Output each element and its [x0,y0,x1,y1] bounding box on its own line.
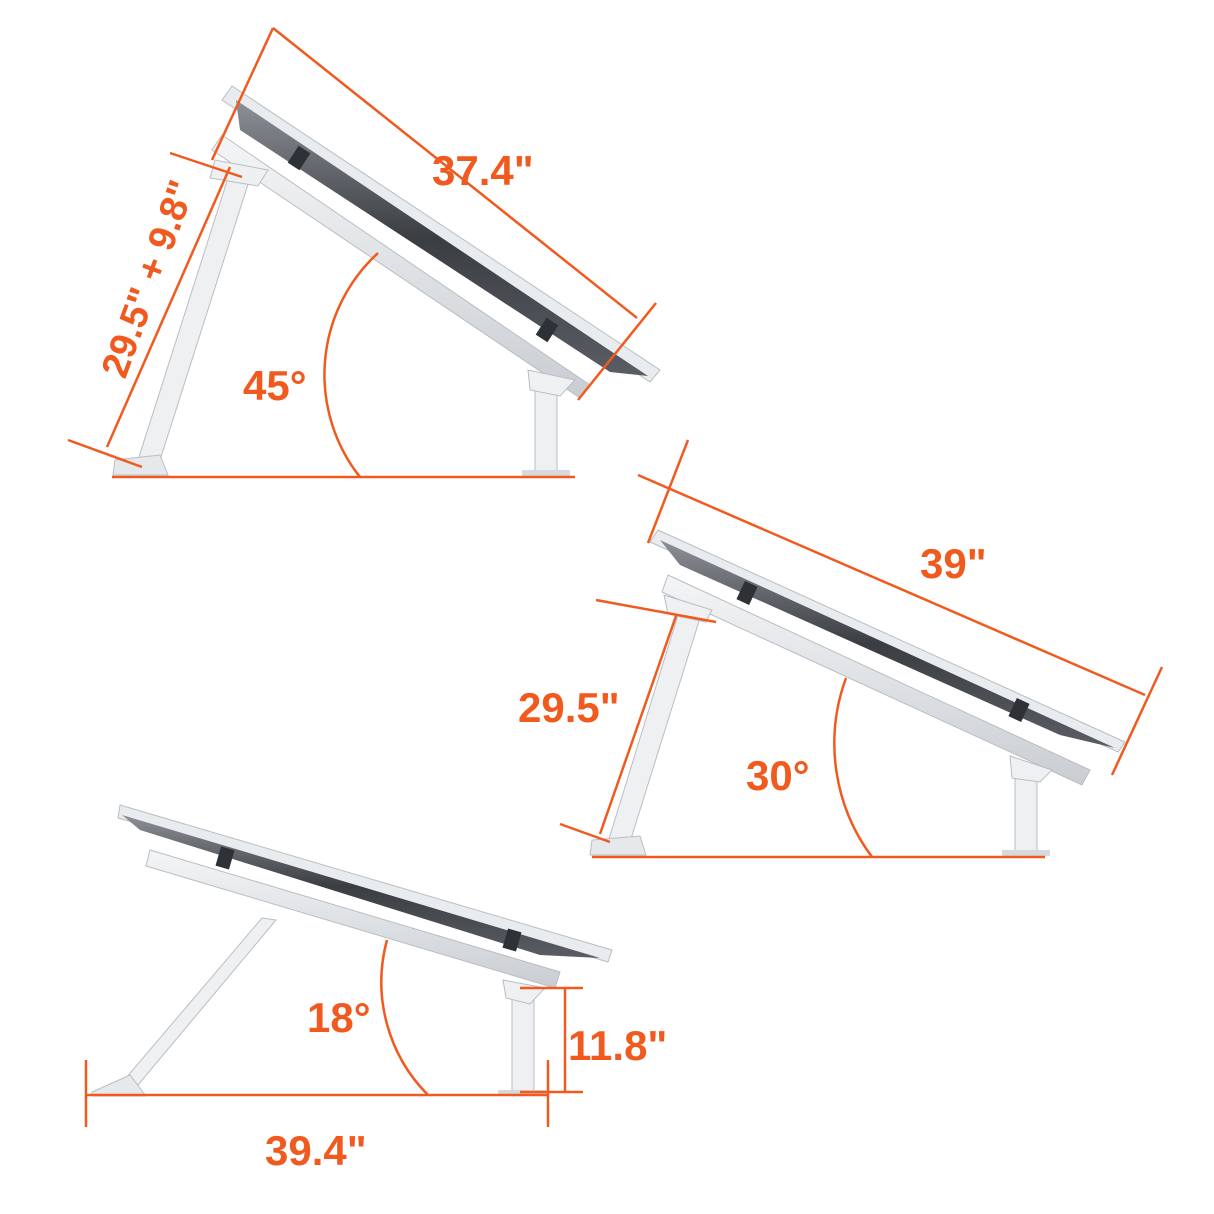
solar-panel-30 [649,529,1126,786]
panel-length-label-30: 39" [920,540,987,587]
config-30-degree: 30° 39" 29.5" [518,439,1164,859]
rear-leg-45 [522,369,576,476]
solar-panel-45 [211,85,661,399]
rear-leg-30 [1002,755,1053,856]
folded-front-leg-18 [91,917,277,1097]
rear-leg-18 [498,979,546,1096]
front-leg-30 [589,594,713,856]
solar-panel-18 [117,804,613,989]
leg-length-label-30: 29.5" [518,684,620,731]
dimension-lines-18 [84,939,583,1127]
front-leg-45 [112,159,269,476]
panel-length-label-45: 37.4" [432,147,534,194]
angle-label-45: 45° [243,362,307,409]
angle-label-18: 18° [307,994,371,1041]
angle-label-30: 30° [746,752,810,799]
config-18-degree: 18° 39.4" 11.8" [84,804,667,1174]
dimension-lines-45 [67,27,657,479]
rear-height-label-18: 11.8" [568,1022,667,1069]
dimension-lines-30 [559,439,1164,859]
base-length-label-18: 39.4" [265,1127,367,1174]
config-45-degree: 45° 37.4" 29.5" + 9.8" [67,27,661,479]
